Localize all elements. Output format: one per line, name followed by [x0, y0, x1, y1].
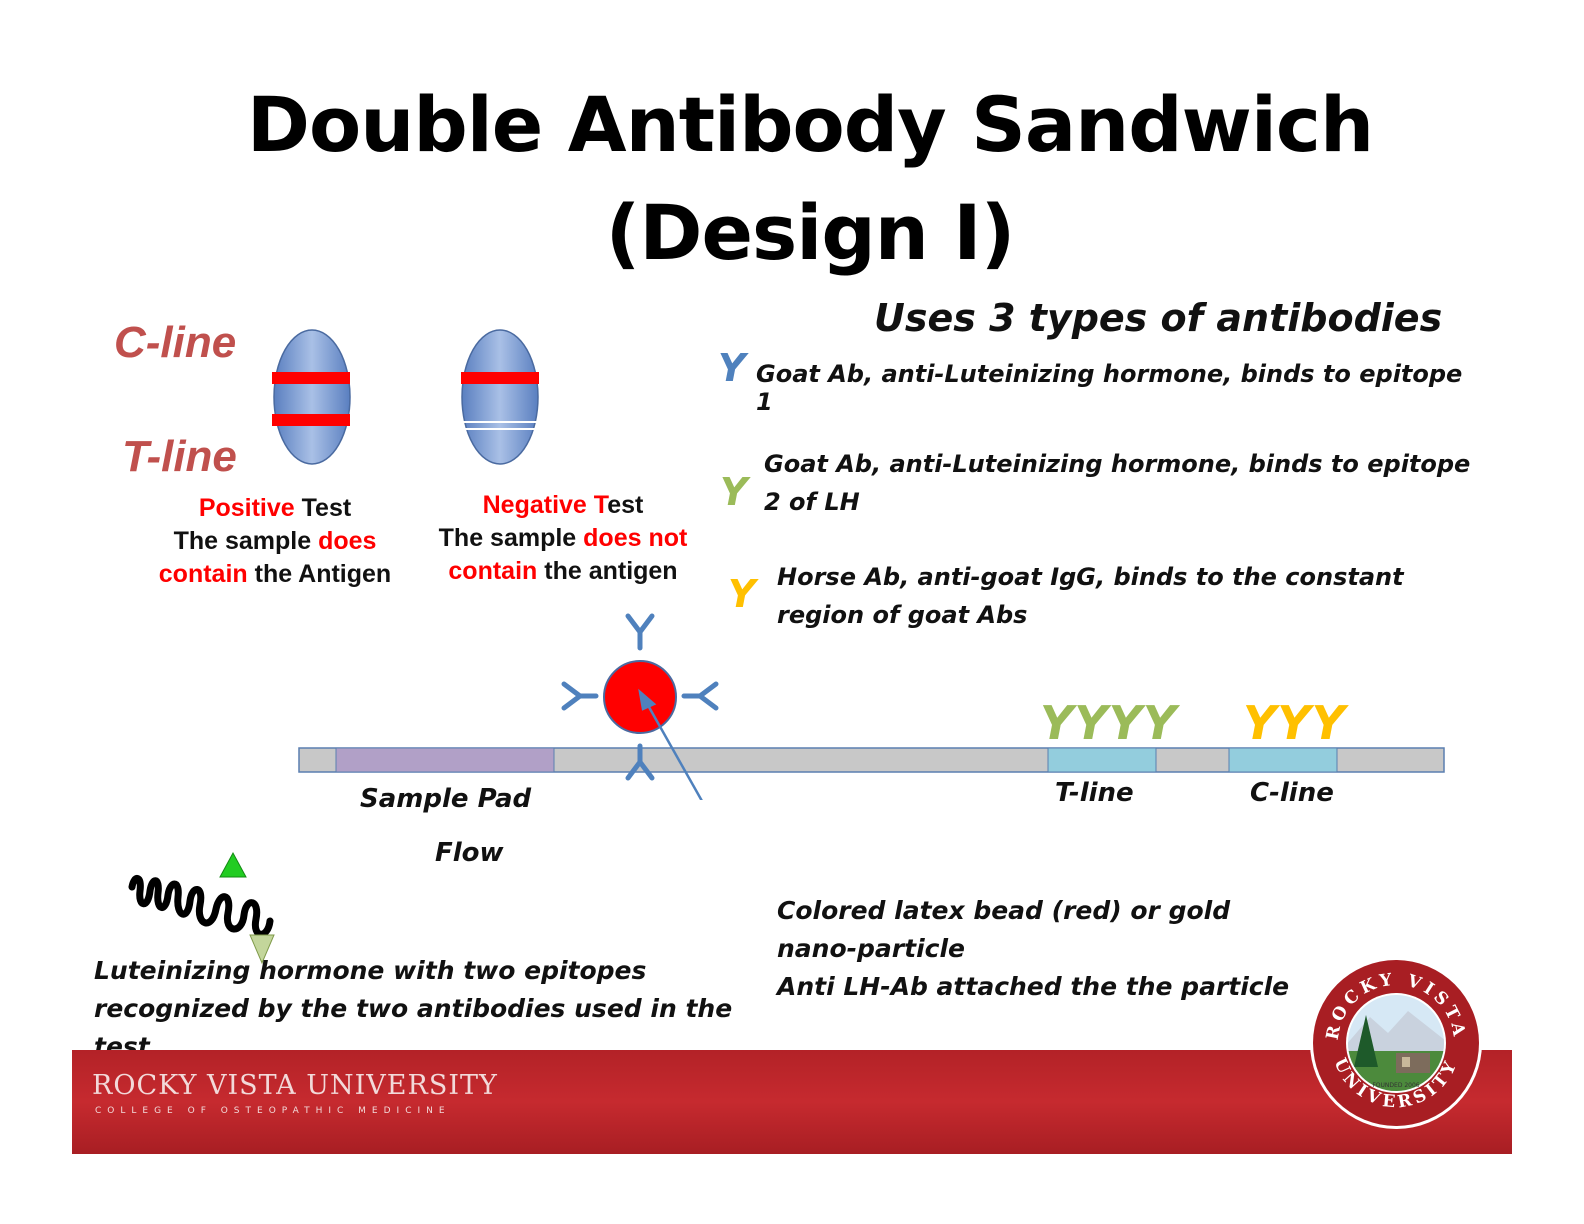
- negative-test-caption: Negative Test The sample does not contai…: [438, 491, 688, 585]
- horse-ab-icon: Y: [728, 572, 756, 616]
- antibody-type-3: Horse Ab, anti-goat IgG, binds to the co…: [777, 563, 1404, 629]
- positive-capsule: [272, 329, 351, 465]
- c-line-label: C-line: [114, 318, 237, 367]
- c-line-antibodies: YYY: [1243, 696, 1346, 750]
- positive-word: Positive: [198, 494, 295, 522]
- university-seal: ROCKY VISTA UNIVERSITY FOUNDED 2006: [1310, 957, 1482, 1129]
- antibody-types-heading: Uses 3 types of antibodies: [874, 296, 1443, 340]
- slide-title-line1: Double Antibody Sandwich: [246, 80, 1374, 169]
- hormone-caption: Luteinizing hormone with two epitopes re…: [94, 956, 733, 1061]
- t-line-zone: [1047, 747, 1157, 773]
- sample-pad-label: Sample Pad: [360, 784, 532, 814]
- bead-pointer-arrow: [638, 688, 703, 800]
- slide-title-line2: (Design I): [605, 188, 1016, 277]
- negative-capsule: [461, 329, 539, 465]
- test-strip-diagram: [298, 613, 1445, 800]
- test-capsules: [272, 329, 539, 465]
- goat-ab2-icon: Y: [720, 470, 748, 514]
- antibody-type-2: Goat Ab, anti-Luteinizing hormone, binds…: [764, 450, 1471, 516]
- footer-band: [72, 1050, 1512, 1154]
- luteinizing-hormone-icon: [128, 851, 275, 965]
- bead-antibody-bottom: [625, 743, 655, 781]
- positive-test-caption: Positive Test The sample does contain th…: [158, 494, 392, 588]
- c-line-zone: [1228, 747, 1338, 773]
- antibody-type-1: Goat Ab, anti-Luteinizing hormone, binds…: [756, 360, 1463, 416]
- strip-c-line-label: C-line: [1250, 778, 1334, 808]
- t-line-antibodies: YYYY: [1040, 696, 1178, 750]
- goat-ab1-icon: Y: [718, 346, 746, 390]
- epitope-2-triangle: [249, 934, 275, 965]
- strip-t-line-label: T-line: [1055, 778, 1134, 808]
- sample-pad: [335, 747, 555, 773]
- college-subtitle: COLLEGE OF OSTEOPATHIC MEDICINE: [95, 1106, 451, 1116]
- positive-t-band: [272, 414, 350, 426]
- bead-antibody-top: [625, 613, 655, 651]
- bead-caption-line2: Anti LH-Ab attached the the particle: [777, 972, 1290, 1001]
- flow-label: Flow: [435, 838, 504, 868]
- bead-antibody-left: [561, 681, 599, 711]
- positive-c-band: [272, 372, 350, 384]
- negative-c-band: [461, 372, 539, 384]
- bead-antibody-right: [681, 681, 719, 711]
- t-line-label: T-line: [122, 432, 237, 481]
- negative-word: Negative: [482, 491, 594, 519]
- bead-caption-line1: Colored latex bead (red) or gold nano-pa…: [777, 896, 1231, 963]
- epitope-1-triangle: [219, 851, 247, 878]
- university-wordmark: ROCKY VISTA UNIVERSITY: [92, 1070, 498, 1101]
- seal-founded-text: FOUNDED 2006: [1372, 1082, 1419, 1089]
